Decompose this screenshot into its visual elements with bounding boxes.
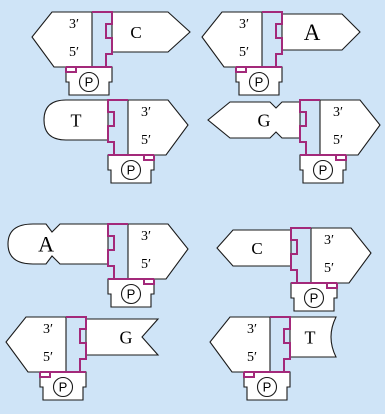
nucleotide-piece-a-low: 3′ 5′ P A (7, 223, 189, 308)
phosphate-block (243, 371, 291, 401)
phosphate-label: P (85, 75, 94, 90)
five-prime-label: 5′ (69, 45, 79, 60)
nucleotide-piece-t-mid: 3′ 5′ P T (43, 99, 189, 184)
three-prime-label: 3′ (239, 17, 249, 32)
nucleotide-piece-g-mid: 3′ 5′ P G (207, 99, 381, 184)
nucleotide-piece-g-bottom: 3′ 5′ P G (5, 316, 160, 401)
phosphate-block (107, 278, 155, 308)
phosphate-block (107, 154, 155, 184)
phosphate-circle (120, 283, 142, 305)
phosphate-circle (120, 159, 142, 181)
sugar-shape (31, 11, 93, 68)
three-prime-label: 3′ (141, 229, 151, 244)
nucleotide-piece-t-bottom: 3′ 5′ P T (209, 316, 337, 401)
base-shape (289, 316, 337, 358)
phosphate-notch (335, 155, 347, 161)
base-letter: T (305, 327, 316, 347)
phosphate-circle (78, 71, 100, 93)
phosphate-notch (235, 67, 247, 73)
phosphate-block (65, 66, 113, 96)
three-prime-label: 3′ (141, 105, 151, 120)
sugar-shape (209, 316, 271, 373)
bond-seam (92, 11, 113, 68)
bond-seam (107, 99, 128, 156)
bond-seam (262, 11, 283, 68)
five-prime-label: 5′ (239, 45, 249, 60)
phosphate-circle (248, 71, 270, 93)
three-prime-label: 3′ (324, 233, 334, 248)
phosphate-label: P (263, 380, 272, 395)
base-letter: A (304, 20, 321, 45)
sugar-shape (127, 99, 189, 156)
base-letter: T (71, 110, 82, 130)
phosphate-label: P (319, 163, 328, 178)
nucleotide-piece-c-top: 3′ 5′ P C (31, 11, 191, 96)
sugar-shape (310, 227, 372, 284)
base-shape (7, 223, 109, 265)
nucleotide-piece-a-top: 3′ 5′ P A (201, 11, 361, 96)
five-prime-label: 5′ (141, 257, 151, 272)
base-letter: G (258, 110, 271, 130)
phosphate-notch (326, 283, 338, 289)
bond-seam (299, 99, 320, 156)
nucleotide-piece-c-low: 3′ 5′ P C (216, 227, 372, 312)
phosphate-notch (143, 279, 155, 285)
phosphate-label: P (127, 163, 136, 178)
phosphate-block (39, 371, 87, 401)
five-prime-label: 5′ (43, 350, 53, 365)
three-prime-label: 3′ (69, 17, 79, 32)
sugar-shape (127, 223, 189, 280)
phosphate-block (290, 282, 338, 312)
five-prime-label: 5′ (333, 133, 343, 148)
phosphate-notch (65, 67, 77, 73)
base-shape (43, 99, 109, 141)
base-shape (207, 101, 301, 139)
phosphate-notch (243, 372, 255, 378)
phosphate-label: P (310, 291, 319, 306)
phosphate-circle (52, 376, 74, 398)
three-prime-label: 3′ (333, 105, 343, 120)
five-prime-label: 5′ (324, 261, 334, 276)
phosphate-label: P (255, 75, 264, 90)
bond-seam (66, 316, 87, 373)
phosphate-label: P (59, 380, 68, 395)
base-letter: A (38, 232, 54, 257)
five-prime-label: 5′ (247, 350, 257, 365)
bond-seam (290, 227, 311, 284)
sugar-shape (5, 316, 67, 373)
base-letter: C (251, 239, 262, 258)
phosphate-notch (39, 372, 51, 378)
three-prime-label: 3′ (43, 322, 53, 337)
five-prime-label: 5′ (141, 133, 151, 148)
phosphate-circle (312, 159, 334, 181)
phosphate-block (235, 66, 283, 96)
sugar-shape (201, 11, 263, 68)
base-letter: C (130, 23, 141, 42)
phosphate-circle (256, 376, 278, 398)
phosphate-block (299, 154, 347, 184)
base-letter: G (120, 327, 133, 347)
phosphate-label: P (127, 287, 136, 302)
bond-seam (107, 223, 128, 280)
sugar-shape (319, 99, 381, 156)
phosphate-notch (143, 155, 155, 161)
bond-seam (270, 316, 291, 373)
phosphate-circle (303, 287, 325, 309)
three-prime-label: 3′ (247, 322, 257, 337)
